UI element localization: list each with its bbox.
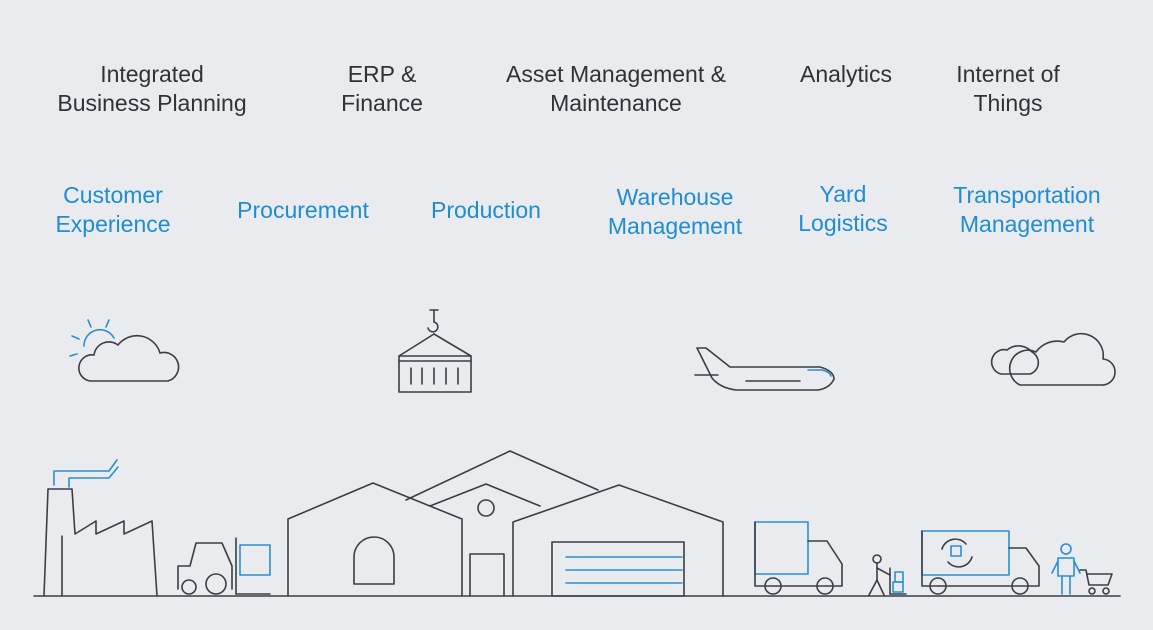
shopper-cart-icon	[1051, 543, 1113, 595]
label-transportation-management: Transportation Management	[953, 182, 1101, 237]
label-analytics: Analytics	[799, 61, 893, 87]
clouds-icon	[990, 332, 1116, 386]
factory-icon	[43, 459, 158, 597]
refrigerated-truck-icon	[921, 530, 1040, 595]
hand-truck-worker-icon	[868, 554, 907, 596]
label-procurement: Procurement	[237, 197, 369, 223]
label-customer-experience: Customer Experience	[55, 182, 171, 237]
label-warehouse-management: Warehouse Management	[607, 184, 743, 239]
airplane-icon	[694, 347, 835, 391]
container-crane-icon	[398, 309, 472, 393]
label-internet-of-things: Internet of Things	[956, 61, 1060, 116]
warehouse-icon	[287, 450, 724, 597]
forklift-icon	[177, 537, 271, 595]
label-production: Production	[431, 197, 541, 223]
sun-cloud-icon	[69, 319, 180, 382]
delivery-truck-icon	[754, 521, 843, 595]
label-yard-logistics: Yard Logistics	[798, 181, 888, 236]
label-erp-finance: ERP & Finance	[341, 61, 423, 116]
label-asset-management-maintenance: Asset Management & Maintenance	[506, 61, 726, 116]
label-integrated-business-planning: Integrated Business Planning	[57, 61, 247, 116]
